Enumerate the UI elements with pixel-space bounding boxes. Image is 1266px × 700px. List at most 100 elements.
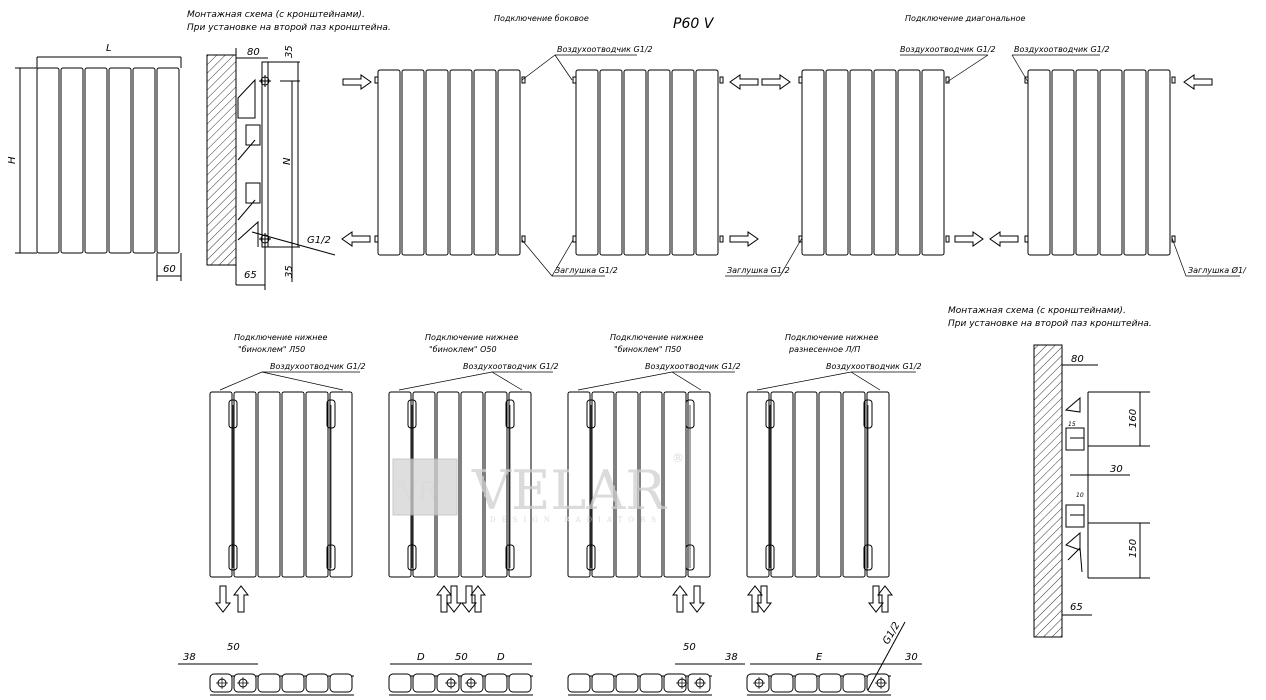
flow-arrow-down [460,585,478,613]
dim-160: 160 [1128,409,1139,428]
leader-line [261,371,344,391]
dim-50-1: 50 [227,642,240,653]
plan-section [794,673,818,693]
plug-label-2: Заглушка G1/2 [727,266,790,275]
flow-arrow-down [755,585,773,613]
plan-section [281,673,305,693]
radiator-section [377,69,401,256]
radiator-section [305,391,329,578]
radiator-section [1075,69,1099,256]
binocular-upper [326,399,336,429]
binocular-lower [228,544,238,571]
flow-arrow-up [876,585,894,613]
flow-arrow-in [342,74,372,90]
leader-line [850,371,881,391]
radiator-section [209,391,233,578]
plan-section [484,673,508,693]
radiator-section [108,67,132,254]
side-port [572,76,577,84]
radiator-section [449,69,473,256]
radiator-section [623,69,647,256]
radiator-section [84,67,108,254]
flow-arrow-right [954,231,984,247]
diagonal-connection-label: Подключение диагональное [905,14,1025,23]
plan-section [388,673,412,693]
plan-section [639,673,663,693]
dim-g12-top: G1/2 [307,235,331,246]
watermark-brand: VELAR [471,459,667,522]
dim-30-right: 30 [1110,464,1123,475]
air-vent-label-1: Воздухоотводчик G1/2 [557,45,653,54]
plug-label-3: Заглушка Ø1/ [1188,265,1247,275]
plan-view-2 [388,673,533,696]
dim-65-top: 65 [244,270,257,281]
radiator-section [921,69,945,256]
radiator-section [639,391,663,578]
radiator-section [60,67,84,254]
binocular-upper [863,399,873,429]
plan-section [305,673,329,693]
bottom-radiator [209,391,353,578]
dim-65-right: 65 [1070,602,1083,613]
dim-e: E [816,652,823,663]
connection-radiator-1 [374,69,526,256]
radiator-section [497,69,521,256]
radiator-section [36,67,60,254]
side-connection-label: Подключение боковое [494,14,589,23]
side-port [374,76,379,84]
side-port [719,76,724,84]
connection-radiator-4 [1024,69,1176,256]
dim-50-2: 50 [455,652,468,663]
plan-section [615,673,639,693]
dim-15: 15 [1068,421,1076,428]
radiator-section [1099,69,1123,256]
binocular-upper [586,399,596,429]
radiator-section [1027,69,1051,256]
radiator-section [663,391,687,578]
connection-radiator-3 [798,69,950,256]
dim-d-2: D [497,652,505,663]
binocular-upper [685,399,695,429]
bottom-radiator [746,391,890,578]
side-port [1024,235,1029,243]
plan-section [412,673,436,693]
variant-label-line2: разнесенное Л/П [788,345,860,354]
plan-section [508,673,532,693]
radiator-section [695,69,719,256]
radiator-section [156,67,180,254]
radiator-section [866,391,890,578]
plan-view-1 [209,673,354,696]
leader-line [491,371,523,391]
binocular-upper [765,399,775,429]
air-vent-label: Воздухоотводчик G1/2 [826,362,922,371]
side-port [521,235,526,243]
bottom-variant-3: Подключение нижнее"биноклем" П50Воздухоо… [567,333,741,613]
dim-h: H [7,156,18,164]
binocular-lower [863,544,873,571]
binocular-upper [407,399,417,429]
side-port [1171,76,1176,84]
radiator-section [473,69,497,256]
mount-note-right-line2: При установке на второй паз кронштейна. [948,319,1152,329]
plug-label-1: Заглушка G1/2 [555,266,618,275]
radiator-section [671,69,695,256]
flow-arrow-up [671,585,689,613]
radiator-section [575,69,599,256]
velar-watermark: VR VELAR ® DESIGN RADIATORS [392,451,684,524]
dim-50-3: 50 [683,642,696,653]
radiator-section [460,391,484,578]
air-vent-label: Воздухоотводчик G1/2 [463,362,559,371]
air-vent-label: Воздухоотводчик G1/2 [645,362,741,371]
flow-arrow-up [469,585,487,613]
front-view-radiator [36,67,180,254]
binocular-lower [765,544,775,571]
radiator-section [484,391,508,578]
side-port [374,235,379,243]
radiator-section [801,69,825,256]
radiator-section [794,391,818,578]
radiator-section [281,391,305,578]
leader-line [577,371,673,391]
flow-arrow-up [746,585,764,613]
dim-l: L [106,43,112,54]
